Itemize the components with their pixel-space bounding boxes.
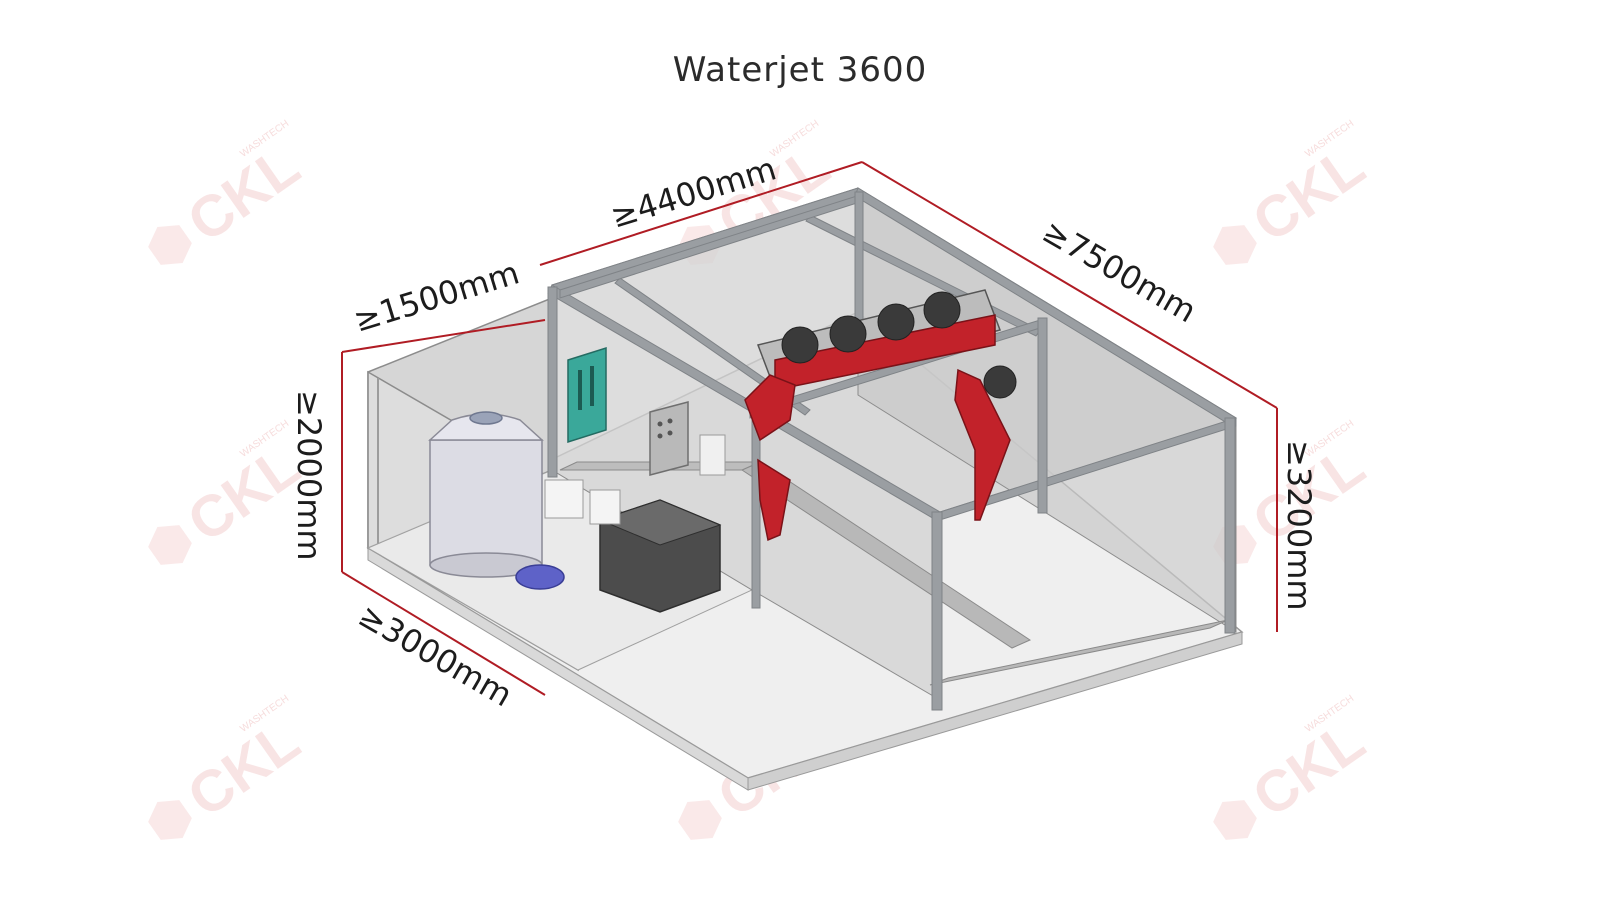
gantry-frame <box>547 187 1237 711</box>
watermark: CKL WASHTECH <box>148 118 311 265</box>
watermark: CKL WASHTECH <box>1213 693 1376 840</box>
watermark: CKL WASHTECH <box>1213 118 1376 265</box>
control-panel-green <box>567 346 607 444</box>
electric-cabinet <box>649 401 689 476</box>
air-tank <box>515 564 565 590</box>
dimension-lines <box>341 161 1278 696</box>
dim-room-height: ≥2000mm <box>290 390 328 561</box>
water-tank <box>428 411 544 578</box>
watermark: CKL WASHTECH <box>148 693 311 840</box>
wash-machine <box>744 289 1017 542</box>
diagram-title: Waterjet 3600 <box>672 50 928 90</box>
white-boxes <box>544 434 726 525</box>
pump-unit <box>598 499 722 613</box>
dim-machine-height: ≥3200mm <box>1280 440 1318 611</box>
